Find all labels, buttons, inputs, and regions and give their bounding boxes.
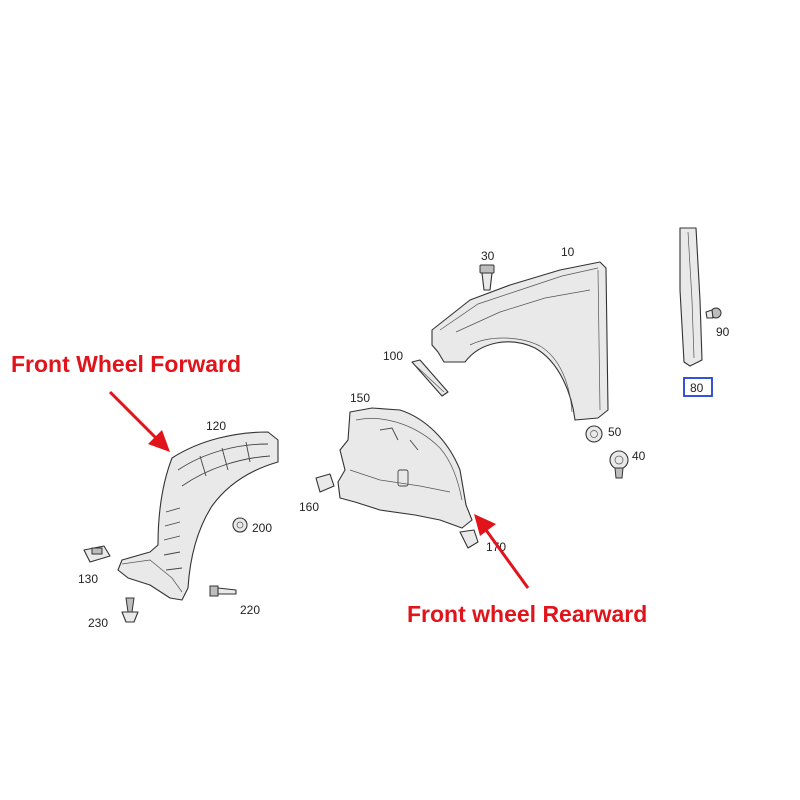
seal-part-100 bbox=[411, 359, 449, 397]
label-part-130: 130 bbox=[78, 572, 98, 586]
label-part-200: 200 bbox=[252, 521, 272, 535]
wheel-liner-rearward-part-150 bbox=[337, 407, 473, 529]
nut-part-160 bbox=[315, 473, 335, 493]
wheel-liner-forward-part-120 bbox=[117, 431, 279, 601]
callout-front-wheel-forward: Front Wheel Forward bbox=[11, 351, 241, 377]
nut-part-130 bbox=[83, 545, 111, 563]
arrow-front-wheel-forward bbox=[108, 390, 170, 452]
clip-part-170 bbox=[459, 529, 479, 549]
label-part-50: 50 bbox=[608, 425, 622, 439]
arrow-front-wheel-rearward bbox=[474, 514, 530, 589]
label-part-120: 120 bbox=[206, 419, 226, 433]
label-part-10: 10 bbox=[561, 245, 575, 259]
callout-front-wheel-rearward: Front wheel Rearward bbox=[407, 601, 647, 627]
label-part-230: 230 bbox=[88, 616, 108, 630]
bolt-part-40 bbox=[609, 450, 629, 479]
label-part-90: 90 bbox=[716, 325, 730, 339]
highlight-box-80 bbox=[683, 377, 713, 397]
label-part-40: 40 bbox=[632, 449, 646, 463]
clip-part-30 bbox=[479, 264, 495, 291]
screw-part-220 bbox=[209, 585, 237, 597]
label-part-150: 150 bbox=[350, 391, 370, 405]
label-part-220: 220 bbox=[240, 603, 260, 617]
screw-part-90 bbox=[705, 307, 722, 319]
fender-part-10 bbox=[431, 261, 609, 421]
label-part-160: 160 bbox=[299, 500, 319, 514]
trim-part-80 bbox=[679, 227, 703, 367]
label-part-30: 30 bbox=[481, 249, 495, 263]
washer-part-200 bbox=[232, 517, 248, 533]
label-part-100: 100 bbox=[383, 349, 403, 363]
grommet-part-50 bbox=[585, 425, 603, 443]
label-part-80: 80 bbox=[690, 381, 704, 395]
clip-part-230 bbox=[121, 597, 139, 623]
